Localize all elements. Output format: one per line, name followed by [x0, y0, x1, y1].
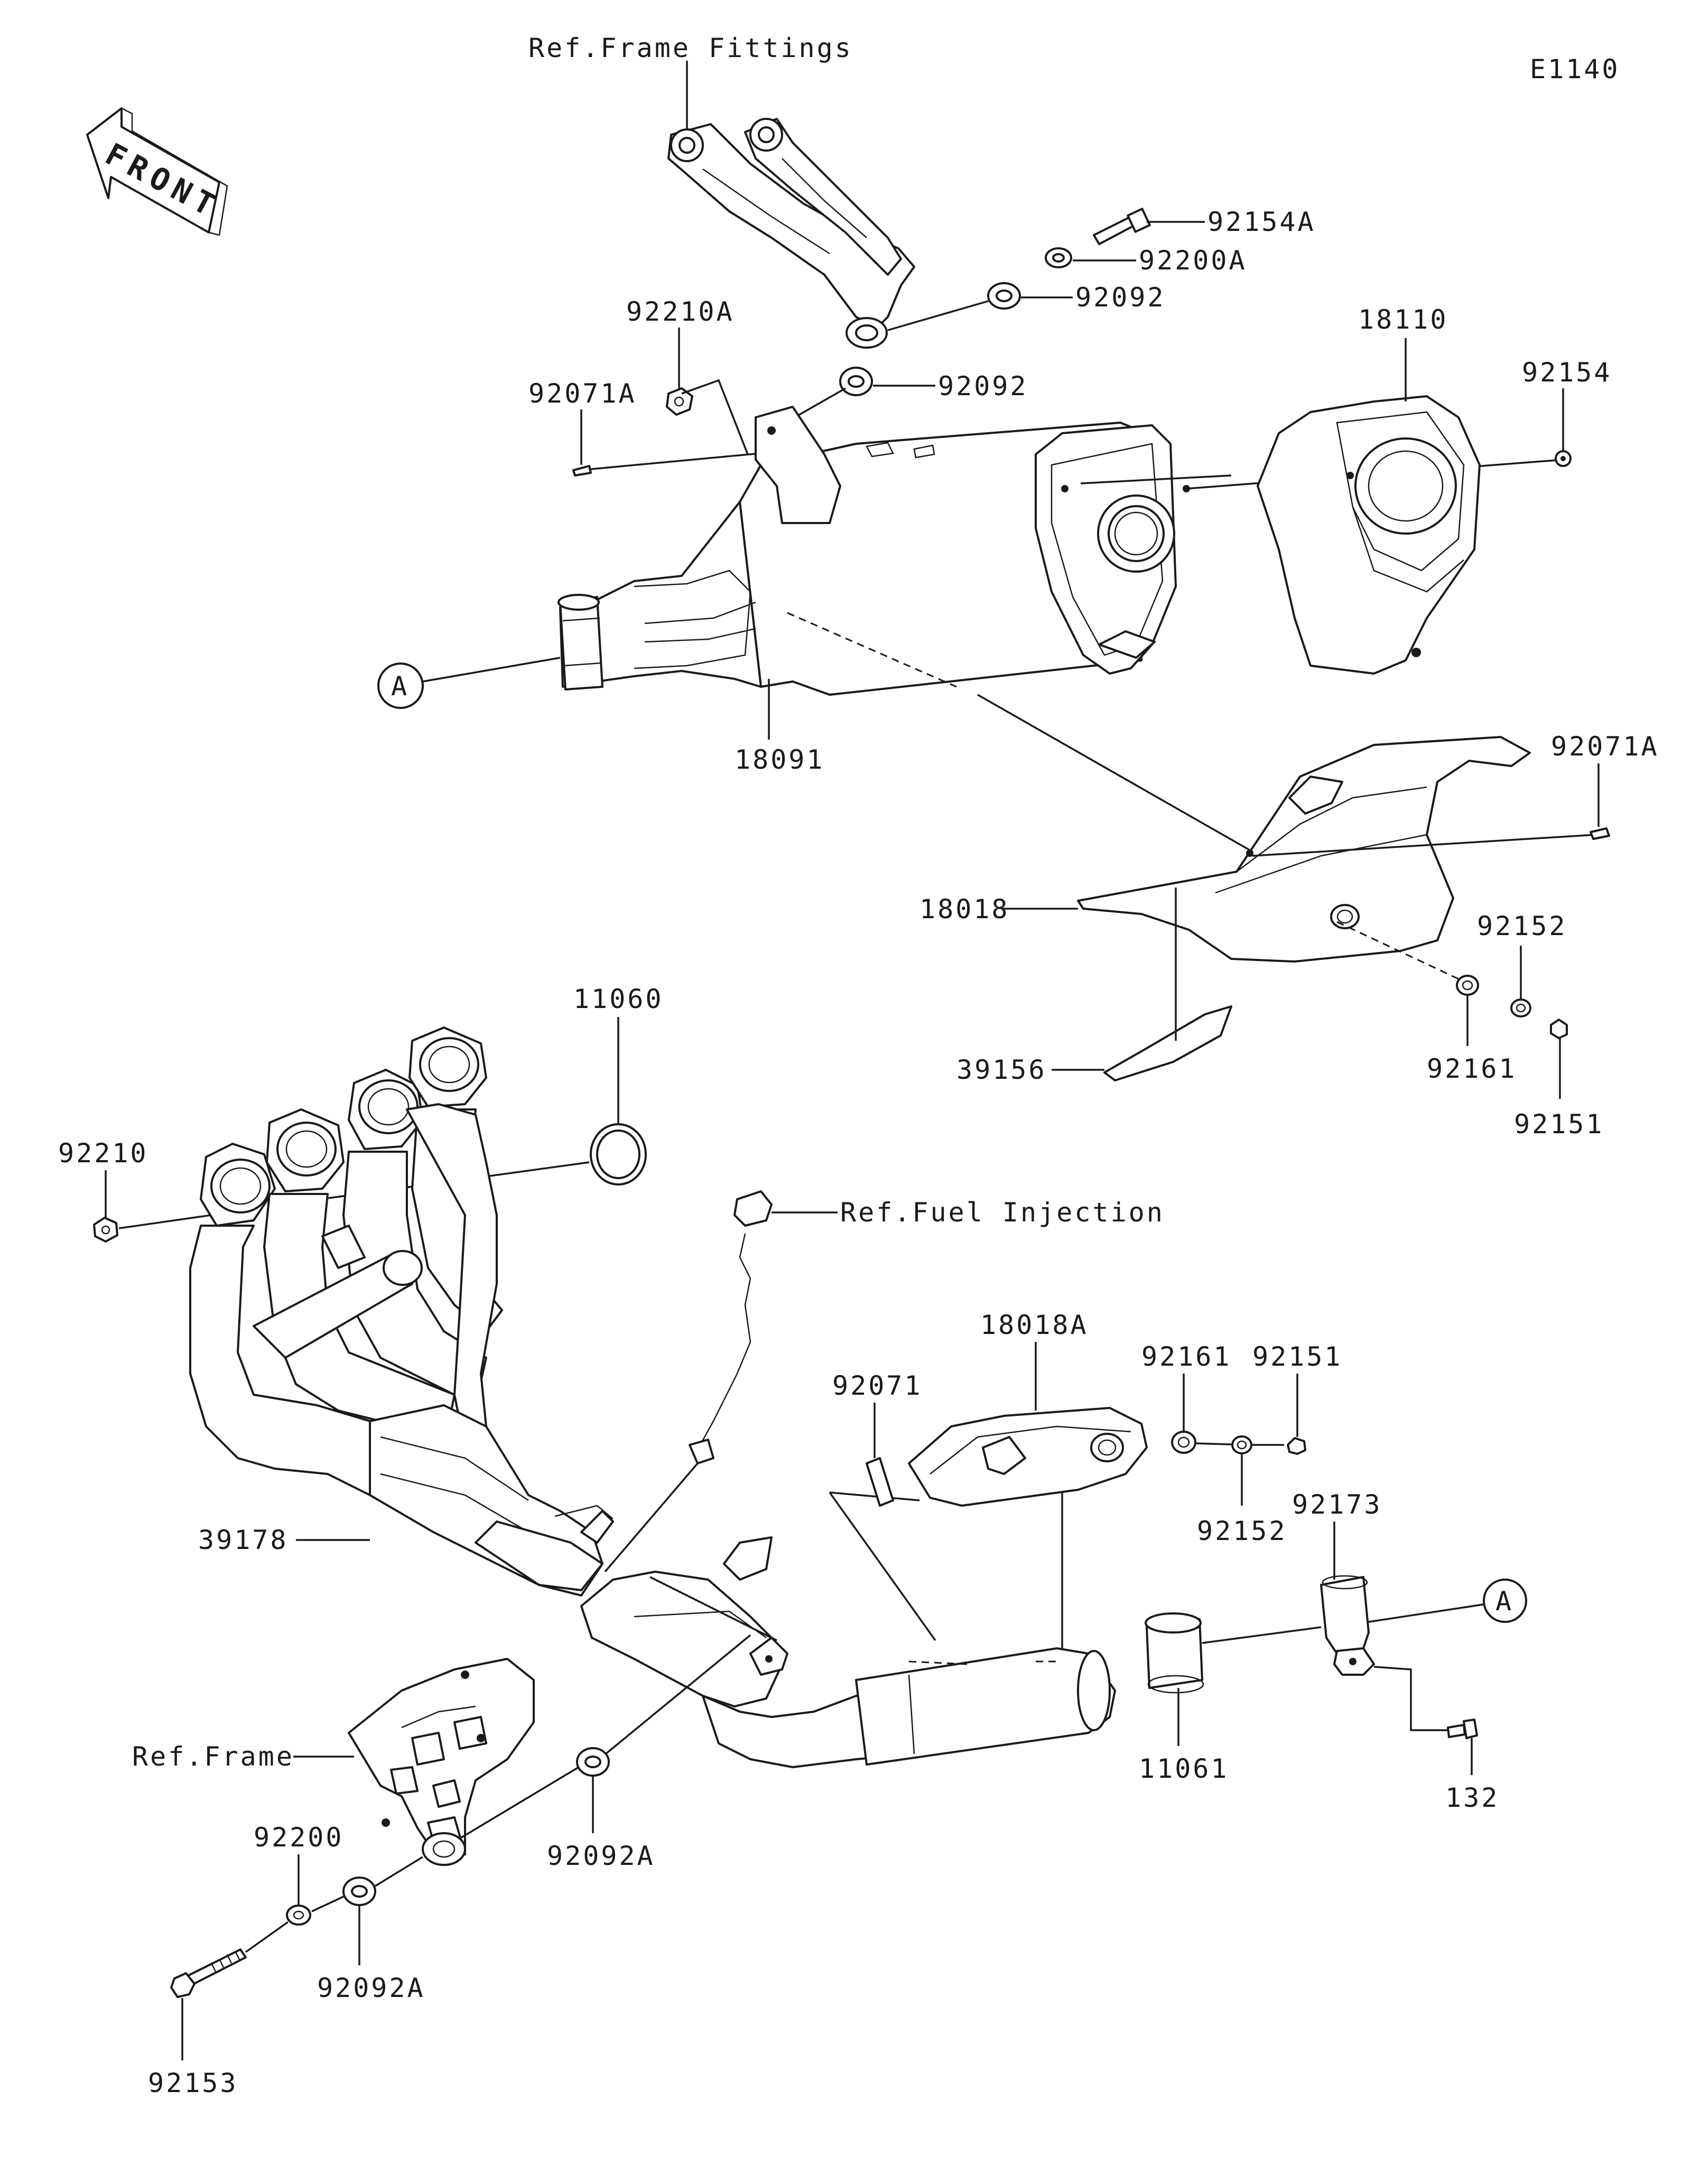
damper-92092-lower-icon: [839, 367, 873, 396]
diagram-code: E1140: [1530, 54, 1620, 85]
part-92154: 92154: [1522, 357, 1612, 388]
leader-shield-lower: [829, 1491, 920, 1501]
washer-92152-upper-icon: [1510, 998, 1531, 1018]
leader-18091-to-18018: [977, 694, 1253, 853]
frame-fitting-bracket: [667, 118, 915, 329]
leader-bolt-axis: [887, 300, 989, 331]
clamp-92173: [1320, 1575, 1375, 1676]
leader-92071A-right-axis: [1252, 834, 1596, 857]
part-92092-lower: 92092: [938, 371, 1028, 402]
part-92092-upper: 92092: [1075, 282, 1166, 313]
leader-bolt-washer-axis: [245, 1921, 289, 1953]
leader-sleeve-axis: [1202, 1626, 1322, 1644]
nut-92210A-icon: [666, 387, 693, 416]
leader-clamp-to-a: [1368, 1602, 1491, 1623]
leader-mid-damper-axis: [459, 1766, 579, 1840]
end-cover-18110: [1257, 395, 1481, 675]
frame-section: [348, 1658, 535, 1866]
catalyst-mid-pipe: [580, 1536, 1116, 1768]
leader-92161-axis: [1195, 1442, 1232, 1445]
nut-92210-icon: [93, 1217, 118, 1243]
muffler-18091: [558, 406, 1190, 696]
part-18018: 18018: [919, 894, 1010, 925]
part-92210: 92210: [58, 1138, 148, 1169]
part-18018A: 18018A: [980, 1310, 1089, 1340]
callout-a-upper-label: A: [391, 671, 409, 702]
leader-washer-axis: [311, 1896, 344, 1912]
screw-92154-icon: [1555, 450, 1572, 467]
callout-a-lower: A: [1483, 1579, 1527, 1623]
part-92071: 92071: [832, 1370, 923, 1401]
clip-92071-icon: [866, 1457, 894, 1507]
heat-shield-18018A: [908, 1407, 1148, 1507]
washer-92200A-icon: [1045, 247, 1072, 268]
leader-shield-lower-2: [829, 1491, 936, 1641]
damper-92092A-low-icon: [342, 1877, 376, 1906]
leader-low-damper-axis: [375, 1856, 423, 1887]
bolt-92151-upper-icon: [1550, 1019, 1568, 1039]
ref-frame-fittings-label: Ref.Frame Fittings: [528, 33, 853, 63]
leader-cover-axis: [1080, 474, 1232, 484]
leader-damper-axis: [789, 387, 846, 421]
callout-a-lower-label: A: [1495, 1586, 1513, 1617]
leader-92092A-axis: [601, 1634, 751, 1758]
bolt-132-icon: [1447, 1719, 1478, 1739]
heat-shield-18018: [1077, 736, 1531, 963]
part-92092A-low: 92092A: [317, 1973, 425, 2003]
part-11061: 11061: [1139, 1753, 1229, 1784]
part-18110: 18110: [1358, 304, 1448, 335]
part-92161-lower: 92161: [1141, 1341, 1232, 1372]
leader-callout-a-upper: [422, 657, 561, 683]
bolt-92151-lower-icon: [1287, 1437, 1306, 1455]
part-92210A: 92210A: [626, 296, 735, 327]
bolt-92153-icon: [170, 1948, 247, 1998]
bolt-92154A-icon: [1093, 208, 1151, 245]
leader-clip-axis: [590, 452, 761, 470]
gasket-11060: [590, 1123, 647, 1186]
leader-dashed-shield: [1336, 921, 1467, 984]
part-92092A-mid: 92092A: [547, 1841, 655, 1871]
damper-92092-upper-icon: [987, 282, 1021, 310]
ref-frame-label: Ref.Frame: [132, 1741, 294, 1772]
leader-92210A-to-stay: [681, 379, 749, 455]
clip-92071A-left-icon: [572, 465, 592, 477]
collar-92161-lower-icon: [1171, 1431, 1196, 1454]
leader-92210-axis: [118, 1214, 212, 1229]
part-39178: 39178: [198, 1525, 289, 1555]
exhaust-header-pipes: [189, 1026, 614, 1597]
collar-92161-upper-icon: [1456, 975, 1479, 996]
washer-92152-lower-icon: [1231, 1435, 1252, 1454]
leader-clamp-bolt: [1373, 1666, 1448, 1731]
part-92151-upper: 92151: [1514, 1109, 1604, 1140]
part-92200A: 92200A: [1139, 245, 1247, 276]
part-39156: 39156: [956, 1054, 1047, 1085]
front-arrow-icon: FRONT: [86, 107, 228, 236]
leader-o2-to-pipe: [604, 1462, 699, 1573]
part-92071A-left: 92071A: [528, 378, 637, 409]
part-92151-lower: 92151: [1252, 1341, 1343, 1372]
part-92173: 92173: [1292, 1489, 1382, 1520]
ref-fuel-injection-label: Ref.Fuel Injection: [840, 1197, 1165, 1228]
part-92152-lower: 92152: [1197, 1516, 1287, 1546]
part-92153: 92153: [148, 2068, 238, 2098]
damper-92092A-mid-icon: [576, 1747, 610, 1777]
part-132: 132: [1445, 1782, 1499, 1813]
o2-sensor-cable: [689, 1190, 773, 1464]
sleeve-11061: [1145, 1612, 1204, 1694]
part-18091: 18091: [735, 744, 825, 775]
washer-92200-icon: [286, 1905, 311, 1926]
leader-dashed-muffler: [787, 612, 957, 688]
part-92071A-right: 92071A: [1551, 731, 1659, 762]
callout-a-upper: A: [377, 662, 424, 709]
part-11060: 11060: [573, 984, 664, 1014]
part-92154A: 92154A: [1207, 207, 1316, 237]
clip-92071A-right-icon: [1590, 827, 1610, 840]
part-92200: 92200: [254, 1822, 344, 1853]
leader-catalyst: [649, 1576, 777, 1641]
part-92161-upper: 92161: [1427, 1053, 1517, 1084]
part-92152-upper: 92152: [1477, 911, 1567, 941]
insulator-39156: [1103, 1005, 1232, 1081]
rubber-bushing: [846, 317, 888, 349]
